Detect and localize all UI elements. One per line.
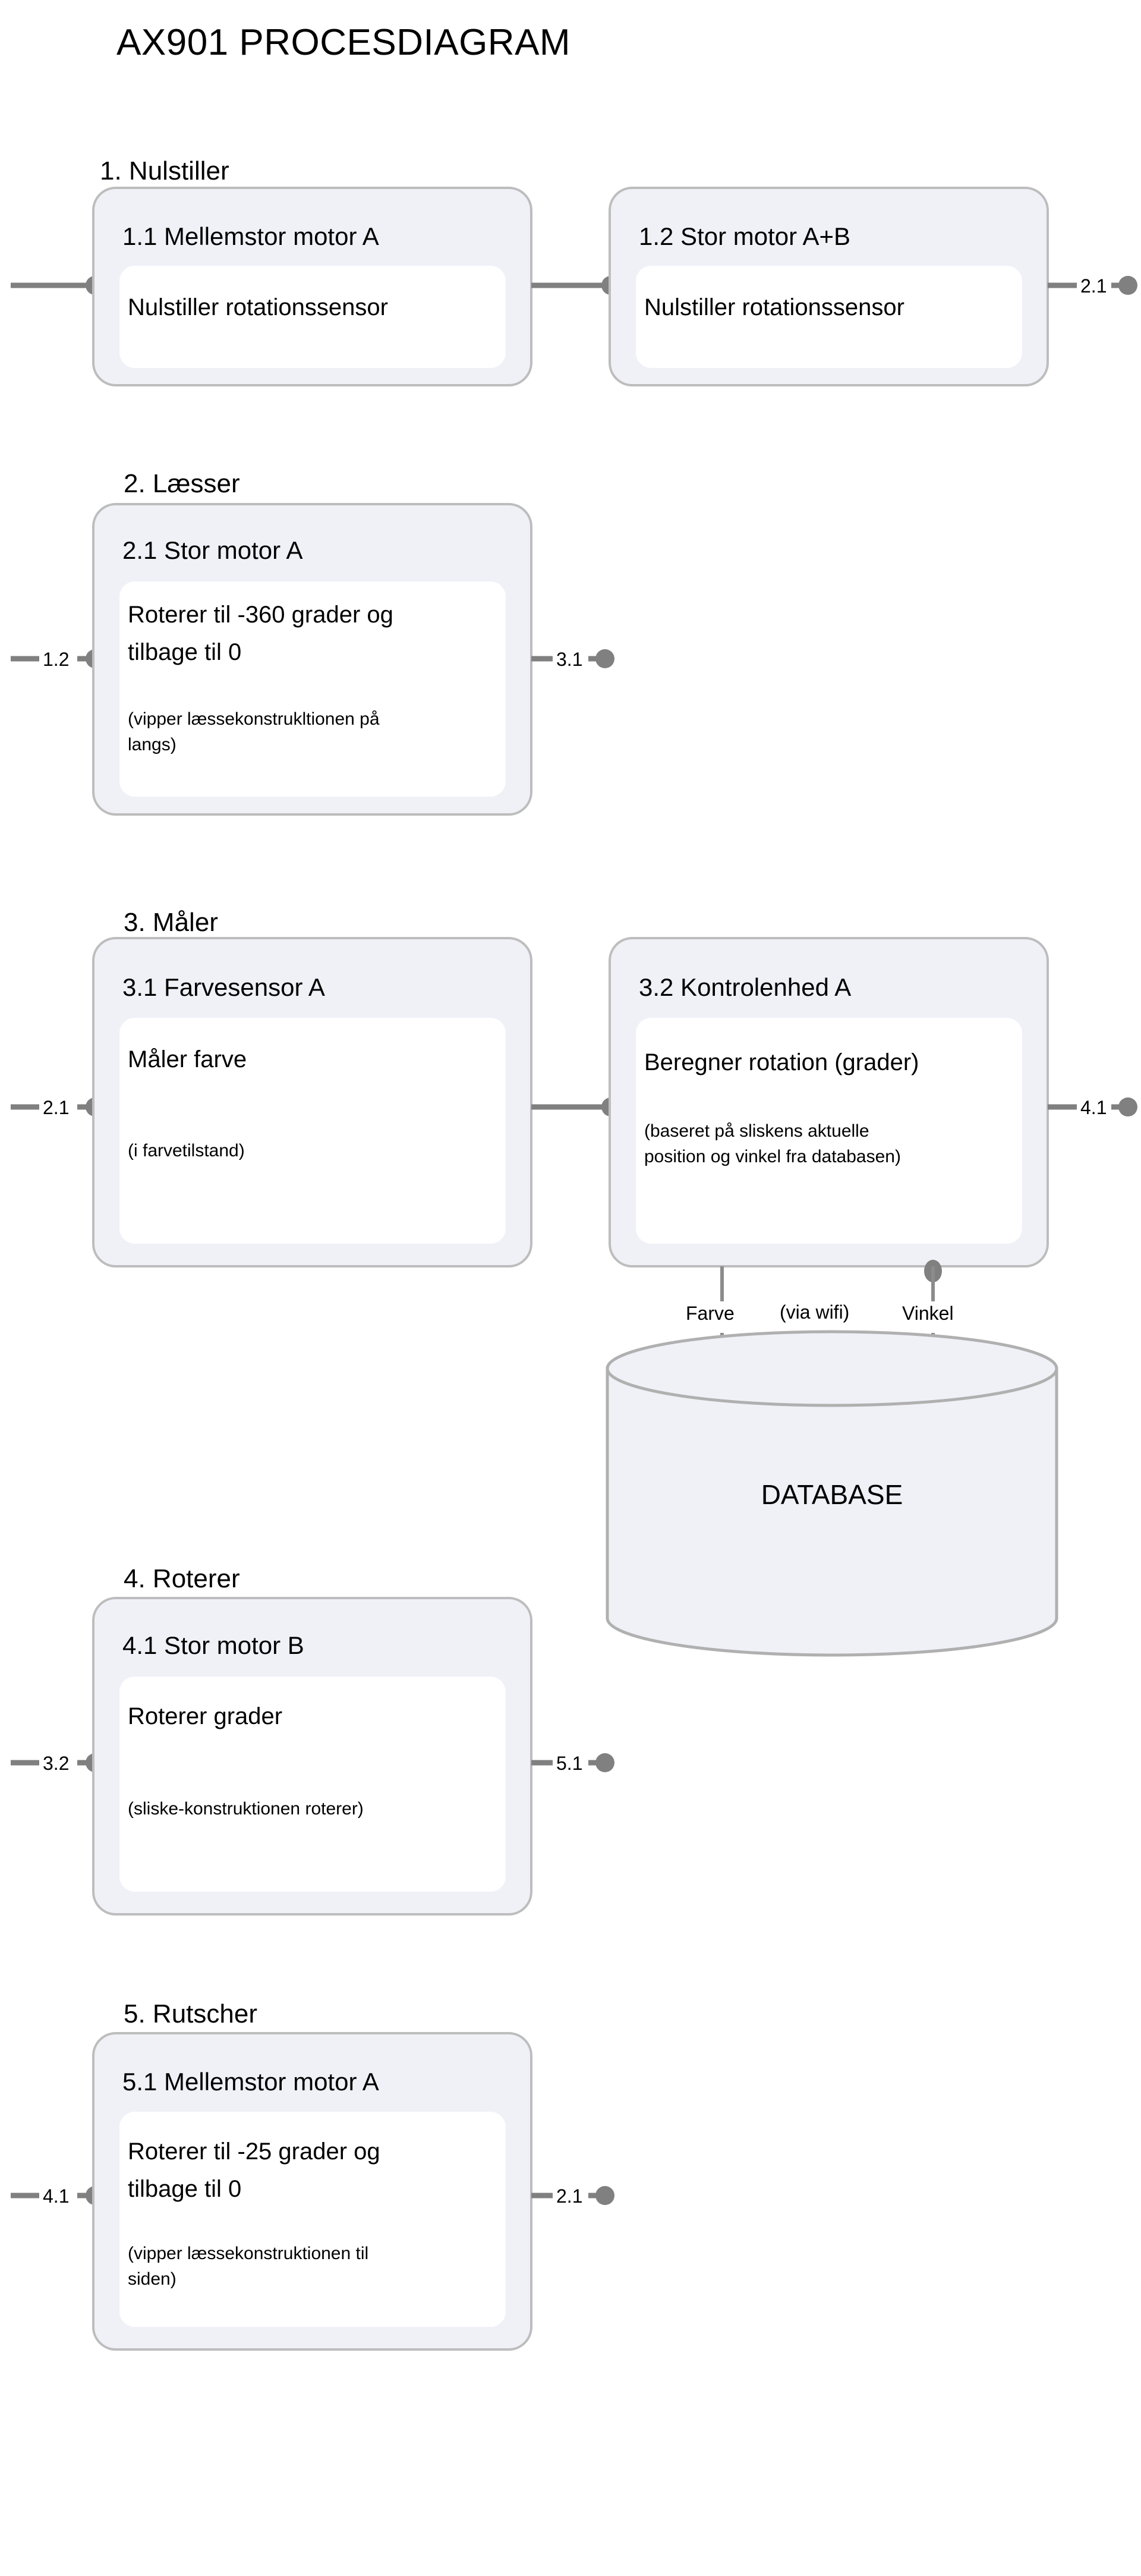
box-5-1-inner	[119, 2112, 506, 2327]
box-4-1-main: Roterer grader	[128, 1703, 282, 1729]
box-2-1-title: 2.1 Stor motor A	[122, 536, 302, 564]
box-3-2-title: 3.2 Kontrolenhed A	[639, 973, 851, 1001]
box-4-1-note: (sliske-konstruktionen roterer)	[128, 1799, 364, 1819]
box-3-2-inner	[636, 1018, 1022, 1244]
box-2-1-note-line1: (vipper læssekonstrukltionen på	[128, 709, 380, 729]
box-1-2-inner	[636, 266, 1022, 368]
database-body	[606, 1367, 1058, 1657]
section-heading-1: 1. Nulstiller	[100, 156, 229, 185]
box-4-1-title: 4.1 Stor motor B	[122, 1631, 304, 1659]
box-4-1-inner	[119, 1677, 506, 1892]
edge-label-in-5-1: 4.1	[43, 2185, 69, 2207]
edge-label-out-1-2: 2.1	[1080, 275, 1107, 297]
database-cylinder[interactable]: DATABASE	[606, 1330, 1058, 1657]
box-1-1-inner	[119, 266, 506, 368]
section-heading-2: 2. Læsser	[124, 469, 240, 498]
edge-label-out-5-1: 2.1	[556, 2185, 582, 2207]
box-1-2-main: Nulstiller rotationssensor	[644, 294, 904, 320]
box-2-1-inner	[119, 581, 506, 797]
box-3-1-title: 3.1 Farvesensor A	[122, 973, 325, 1001]
section-heading-5: 5. Rutscher	[124, 1999, 257, 2028]
pipe-label-vinkel: Vinkel	[902, 1303, 954, 1324]
edge-dot-out-2-1	[595, 649, 614, 668]
box-1-1-title: 1.1 Mellemstor motor A	[122, 222, 379, 250]
database-label: DATABASE	[761, 1479, 903, 1510]
box-3-2[interactable]: 3.2 Kontrolenhed A Beregner rotation (gr…	[609, 937, 1049, 1267]
box-4-1[interactable]: 4.1 Stor motor B Roterer grader (sliske-…	[92, 1597, 532, 1916]
box-5-1-title: 5.1 Mellemstor motor A	[122, 2068, 379, 2096]
database-top-ellipse	[606, 1330, 1058, 1407]
box-2-1[interactable]: 2.1 Stor motor A Roterer til -360 grader…	[92, 503, 532, 816]
box-3-1[interactable]: 3.1 Farvesensor A Måler farve (i farveti…	[92, 937, 532, 1267]
edge-dot-out-3-2	[1118, 1097, 1137, 1116]
box-1-1[interactable]: 1.1 Mellemstor motor A Nulstiller rotati…	[92, 187, 532, 386]
edge-label-in-2-1: 1.2	[43, 649, 69, 670]
section-heading-4: 4. Roterer	[124, 1564, 240, 1593]
box-3-2-note-line1: (baseret på sliskens aktuelle	[644, 1121, 869, 1141]
box-2-1-note-line2: langs)	[128, 735, 176, 754]
box-5-1-note-line1: (vipper læssekonstruktionen til	[128, 2244, 368, 2263]
box-5-1[interactable]: 5.1 Mellemstor motor A Roterer til -25 g…	[92, 2032, 532, 2351]
edge-dot-out-5-1	[595, 2186, 614, 2205]
box-2-1-main-line2: tilbage til 0	[128, 639, 241, 665]
box-5-1-main-line2: tilbage til 0	[128, 2176, 241, 2202]
box-1-1-main: Nulstiller rotationssensor	[128, 294, 388, 320]
edge-label-in-3-1: 2.1	[43, 1097, 69, 1118]
edge-dot-out-1-2	[1118, 276, 1137, 295]
box-3-2-note-line2: position og vinkel fra databasen)	[644, 1147, 901, 1166]
box-5-1-note-line2: siden)	[128, 2269, 176, 2289]
box-1-2-title: 1.2 Stor motor A+B	[639, 222, 850, 250]
box-1-2[interactable]: 1.2 Stor motor A+B Nulstiller rotationss…	[609, 187, 1049, 386]
edge-dot-out-4-1	[595, 1753, 614, 1772]
box-5-1-main-line1: Roterer til -25 grader og	[128, 2138, 380, 2165]
edge-label-out-2-1: 3.1	[556, 649, 582, 670]
pipe-label-farve: Farve	[686, 1303, 735, 1324]
box-3-2-main: Beregner rotation (grader)	[644, 1049, 919, 1075]
box-3-1-main: Måler farve	[128, 1046, 247, 1072]
box-2-1-main-line1: Roterer til -360 grader og	[128, 602, 393, 628]
edge-label-out-3-2: 4.1	[1080, 1097, 1107, 1118]
edge-label-out-4-1: 5.1	[556, 1753, 582, 1774]
edge-label-in-4-1: 3.2	[43, 1753, 69, 1774]
pipe-label-via-wifi: (via wifi)	[780, 1301, 849, 1323]
box-3-1-inner	[119, 1018, 506, 1244]
page-title: AX901 PROCESDIAGRAM	[116, 22, 570, 63]
section-heading-3: 3. Måler	[124, 908, 218, 937]
box-3-1-note: (i farvetilstand)	[128, 1141, 245, 1160]
